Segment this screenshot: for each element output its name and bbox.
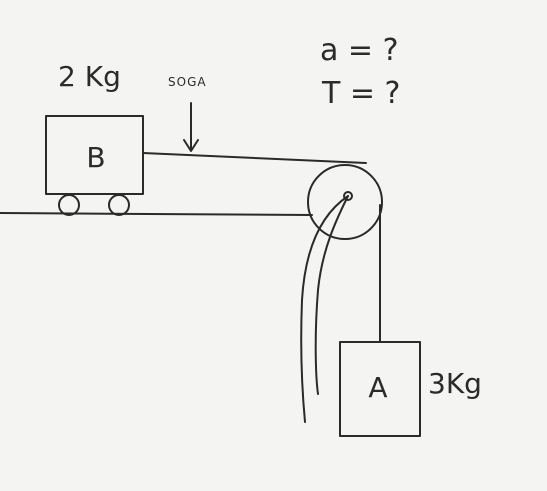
unknown-tension: T = ? [321,76,400,111]
rope-arrow-head [183,139,199,152]
block-a [339,341,421,437]
pulley-support-left [300,195,349,423]
block-a-mass: 3Kg [428,367,482,400]
pulley-wheel [307,164,383,240]
block-b [45,115,144,195]
block-a-label: A [368,371,387,404]
rope-label: SOGA [168,75,207,89]
rope-horizontal [142,152,367,164]
unknown-acceleration: a = ? [320,33,399,68]
pulley-axle [343,191,353,201]
pulley-support-right [314,195,349,395]
table-surface [0,212,313,216]
block-b-label: B [86,141,105,174]
block-b-mass: 2 Kg [58,60,121,93]
